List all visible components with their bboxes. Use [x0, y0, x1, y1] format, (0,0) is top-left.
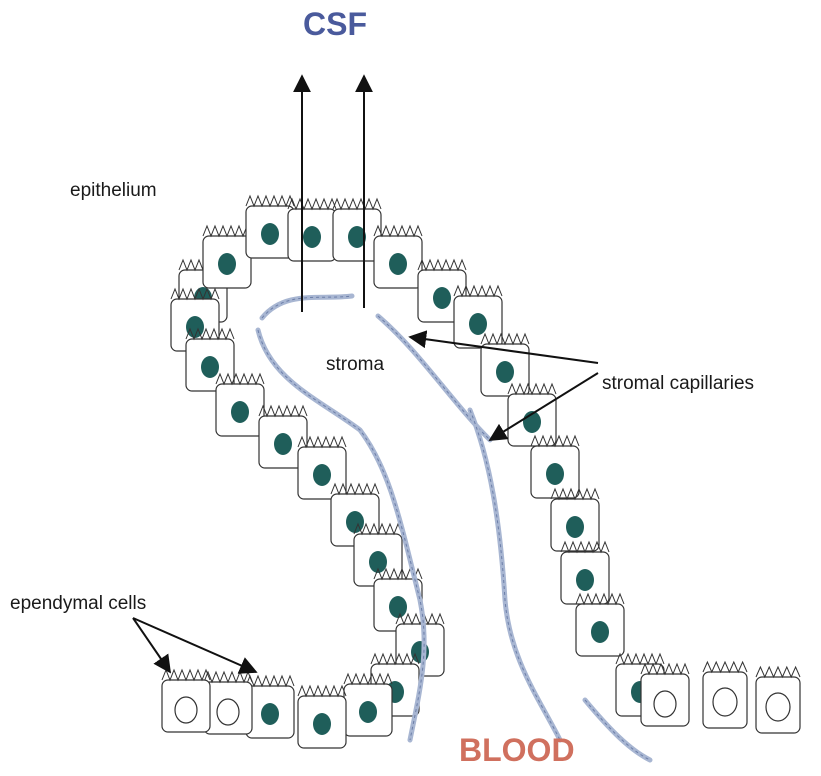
nucleus [313, 464, 331, 486]
nucleus [566, 516, 584, 538]
ependymal-cells-label: ependymal cells [10, 593, 146, 615]
nucleus [274, 433, 292, 455]
nucleus [218, 253, 236, 275]
stromal-capillary [262, 296, 352, 318]
nucleus [231, 401, 249, 423]
ependymal-cell [703, 662, 747, 728]
epithelial-cell [576, 594, 624, 656]
nucleus [175, 697, 197, 723]
epithelial-cell [186, 329, 234, 391]
nucleus [303, 226, 321, 248]
epithelial-cell [162, 670, 210, 732]
epithelial-cell [561, 542, 609, 604]
epithelial-cell [481, 334, 529, 396]
nucleus [576, 569, 594, 591]
nucleus [346, 511, 364, 533]
nucleus [389, 596, 407, 618]
stroma-label: stroma [326, 354, 384, 376]
nucleus [433, 287, 451, 309]
nucleus [313, 713, 331, 735]
epithelial-cell [298, 686, 346, 748]
epithelial-cell [246, 676, 294, 738]
epithelium-label: epithelium [70, 180, 157, 202]
epithelial-cell [204, 672, 252, 734]
ependymal-cell [756, 667, 800, 733]
nucleus [766, 693, 790, 721]
nucleus [654, 691, 676, 717]
blood-label: BLOOD [459, 732, 575, 769]
epithelial-cell [344, 674, 392, 736]
epithelial-cell [246, 196, 294, 258]
epithelial-cell [298, 437, 346, 499]
nucleus [186, 316, 204, 338]
stromal-capillaries-label: stromal capillaries [602, 373, 754, 395]
csf-label: CSF [303, 6, 367, 43]
nucleus [201, 356, 219, 378]
epithelial-cell [354, 524, 402, 586]
nucleus [359, 701, 377, 723]
epithelial-cell [288, 199, 336, 261]
epithelial-cell [216, 374, 264, 436]
epithelial-cell [641, 664, 689, 726]
epithelial-cell [374, 226, 422, 288]
nucleus [713, 688, 737, 716]
nucleus [496, 361, 514, 383]
nucleus [389, 253, 407, 275]
nucleus [261, 223, 279, 245]
nucleus [591, 621, 609, 643]
nucleus [469, 313, 487, 335]
nucleus [546, 463, 564, 485]
nucleus [261, 703, 279, 725]
epithelial-cell [551, 489, 599, 551]
epithelial-cell [203, 226, 251, 288]
nucleus [217, 699, 239, 725]
epithelial-cell-layer [162, 196, 800, 748]
